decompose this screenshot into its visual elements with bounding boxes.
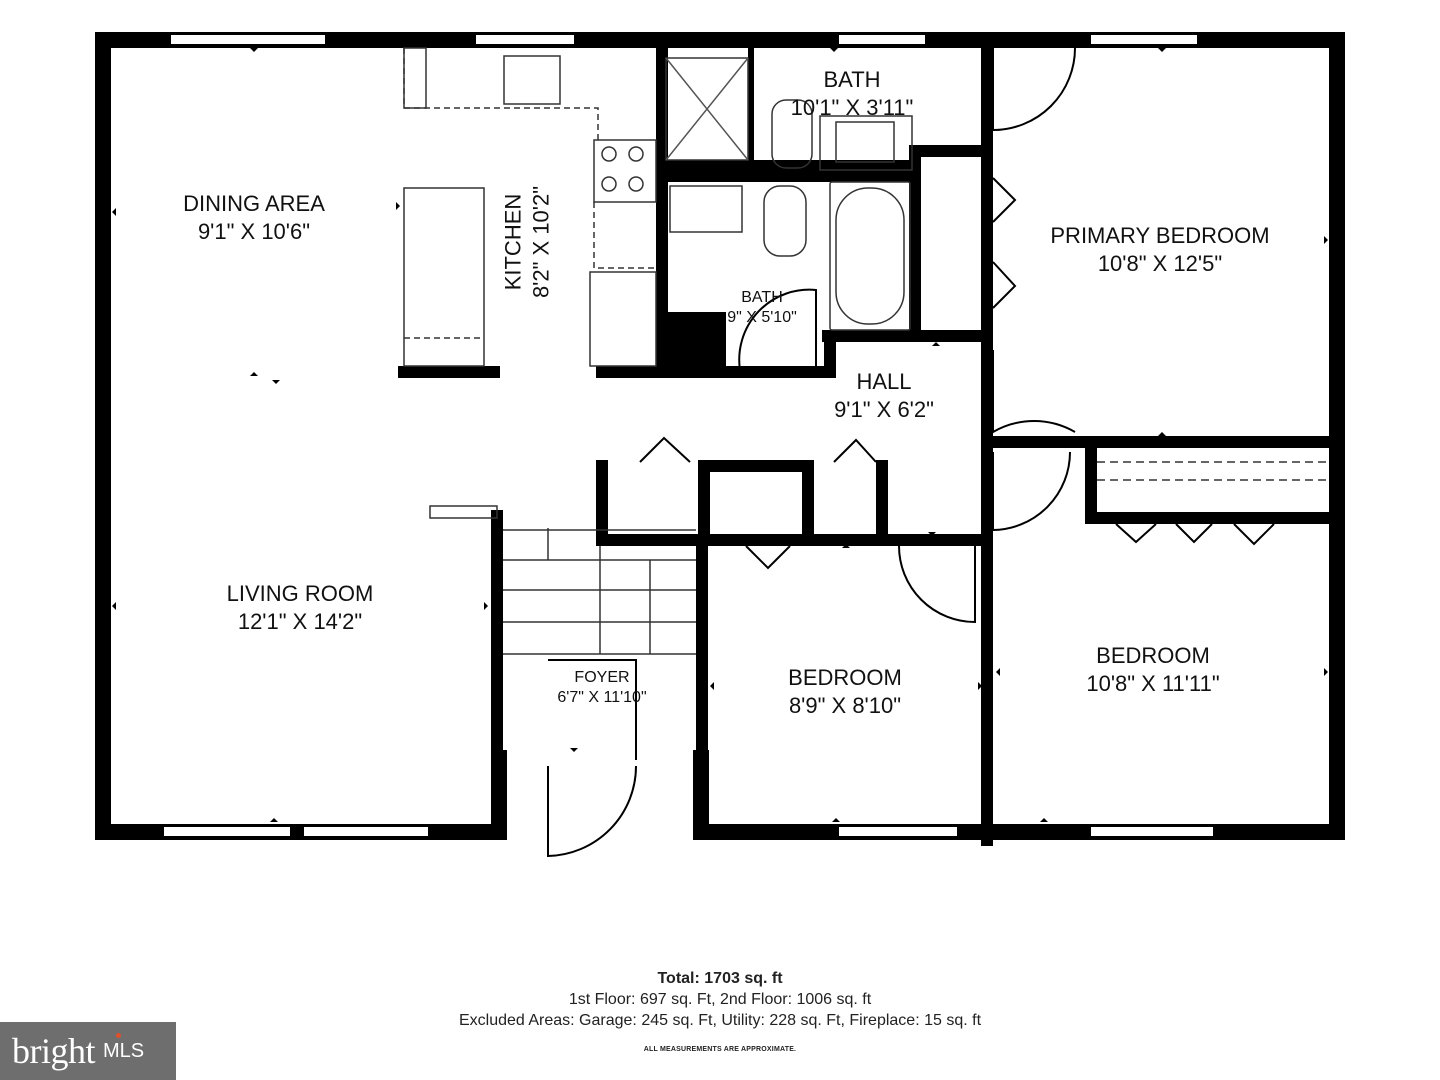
room-name: DINING AREA (183, 191, 325, 216)
room-label-bath-upper: BATH 10'1" X 3'11" (791, 66, 914, 121)
room-dimensions: 10'1" X 3'11" (790, 94, 914, 120)
room-label-living-room: LIVING ROOM 12'1" X 14'2" (227, 580, 374, 635)
room-name: BATH (823, 67, 881, 92)
room-dimensions: 8'9" X 8'10" (788, 692, 902, 718)
room-name: LIVING ROOM (226, 581, 374, 606)
room-name: KITCHEN (500, 193, 526, 291)
floor-areas: 1st Floor: 697 sq. Ft, 2nd Floor: 1006 s… (568, 991, 872, 1008)
bright-mls-logo: bright MLS (0, 1022, 176, 1080)
room-name: BEDROOM (1096, 643, 1210, 668)
logo-brand: bright (12, 1031, 96, 1071)
room-dimensions: 10'8" X 11'11" (1086, 670, 1220, 696)
room-label-bedroom-right: BEDROOM 10'8" X 11'11" (1086, 642, 1219, 697)
logo-suffix: MLS (103, 1039, 145, 1062)
area-summary: Total: 1703 sq. ft 1st Floor: 697 sq. Ft… (0, 968, 1440, 1060)
windows (162, 33, 1215, 838)
room-label-dining: DINING AREA 9'1" X 10'6" (183, 190, 325, 245)
room-name: PRIMARY BEDROOM (1050, 223, 1270, 248)
room-label-bedroom-middle: BEDROOM 8'9" X 8'10" (788, 664, 902, 719)
room-name: FOYER (574, 669, 630, 686)
room-label-foyer: FOYER 6'7" X 11'10" (557, 668, 646, 708)
room-label-bath-lower: BATH 9" X 5'10" (727, 288, 797, 328)
logo-dot-icon (116, 1033, 121, 1038)
doors (547, 47, 1275, 858)
room-name: BATH (741, 289, 783, 306)
room-dimensions: 9'1" X 6'2" (834, 396, 934, 422)
room-dimensions: 8'2" X 10'2" (528, 185, 553, 299)
room-label-kitchen: KITCHEN 8'2" X 10'2" (500, 186, 555, 298)
room-name: HALL (856, 369, 912, 394)
room-dimensions: 10'8" X 12'5" (1097, 250, 1223, 276)
measurement-note: ALL MEASUREMENTS ARE APPROXIMATE. (643, 1046, 797, 1053)
interior-walls (398, 46, 1345, 846)
room-dimensions: 9" X 5'10" (727, 309, 797, 326)
total-area: Total: 1703 sq. ft (657, 970, 783, 987)
room-dimensions: 12'1" X 14'2" (237, 608, 363, 634)
room-name: BEDROOM (788, 665, 902, 690)
fixtures (403, 47, 1329, 655)
room-label-hall: HALL 9'1" X 6'2" (834, 368, 934, 423)
room-dimensions: 9'1" X 10'6" (197, 218, 311, 244)
room-dimensions: 6'7" X 11'10" (557, 689, 647, 706)
room-label-primary-bedroom: PRIMARY BEDROOM 10'8" X 12'5" (1050, 222, 1269, 277)
excluded-areas: Excluded Areas: Garage: 245 sq. Ft, Util… (458, 1012, 982, 1029)
tick-markers (112, 48, 1328, 822)
